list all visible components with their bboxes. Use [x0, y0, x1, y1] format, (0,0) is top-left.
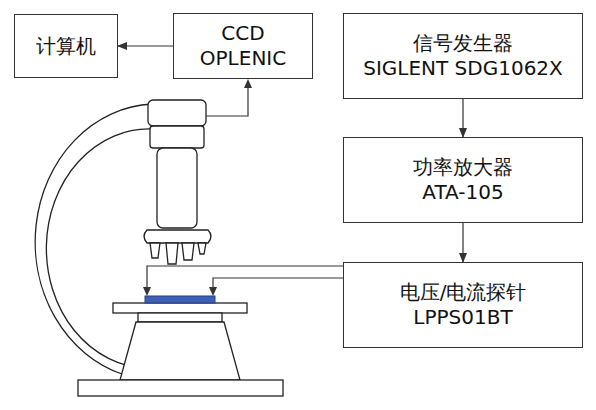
stage — [113, 303, 247, 313]
signal-arrow — [462, 223, 463, 262]
camera-wire — [206, 86, 248, 116]
device-name: 信号发生器 — [413, 31, 513, 56]
device-model: SIGLENT SDG1062X — [363, 56, 563, 81]
probe-wire — [213, 278, 343, 289]
microscope-tube — [157, 148, 197, 228]
eyepiece — [148, 100, 206, 126]
probe-wire — [147, 266, 343, 289]
arrowhead — [209, 287, 217, 296]
microscope-body — [120, 322, 240, 380]
device-name: 电压/电流探针 — [400, 280, 527, 305]
objective — [182, 243, 194, 260]
arrowhead — [244, 79, 252, 88]
device-model: LPPS01BT — [413, 305, 512, 330]
sample — [145, 296, 215, 303]
device-model: OPLENIC — [200, 46, 286, 71]
objective — [166, 243, 178, 264]
device-box: 信号发生器SIGLENT SDG1062X — [343, 13, 583, 99]
eyepiece-collar — [150, 126, 204, 148]
device-name: 功率放大器 — [413, 155, 513, 180]
signal-arrow — [118, 45, 173, 46]
device-box: 计算机 — [14, 14, 118, 78]
objective — [150, 243, 160, 258]
arrowhead — [143, 287, 151, 296]
device-box: 功率放大器ATA-105 — [343, 137, 583, 223]
microscope-base — [78, 380, 283, 396]
device-box: CCDOPLENIC — [173, 13, 313, 79]
objective — [198, 243, 206, 254]
signal-arrow — [462, 99, 463, 137]
device-model: ATA-105 — [422, 180, 503, 205]
device-box: 电压/电流探针LPPS01BT — [343, 262, 583, 348]
nosepiece — [144, 230, 211, 243]
device-name: 计算机 — [36, 34, 96, 59]
stage-support — [138, 313, 222, 322]
device-name: CCD — [221, 21, 264, 46]
